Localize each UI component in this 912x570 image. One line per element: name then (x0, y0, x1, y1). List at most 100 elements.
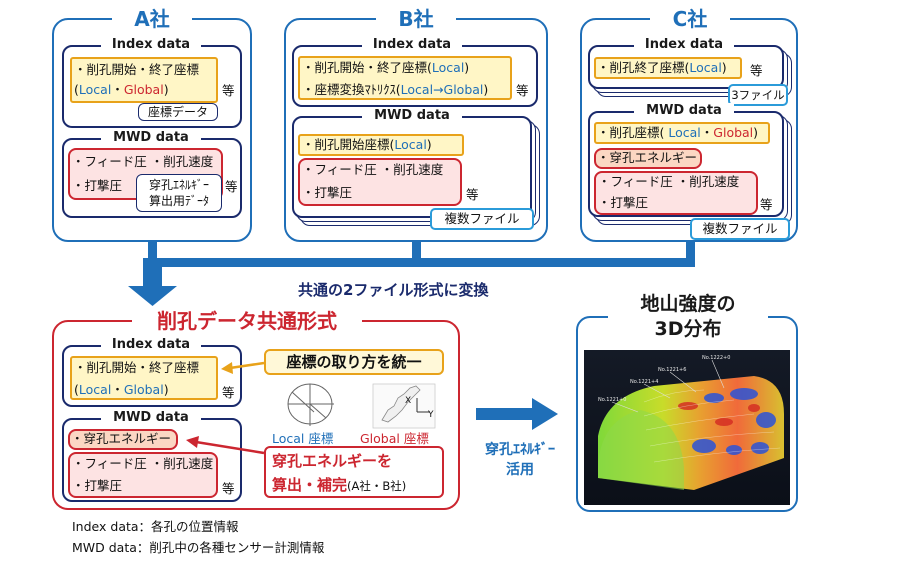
global-coord-label: Global 座標 (360, 431, 429, 446)
local-label: Local (431, 60, 465, 75)
text-post: ) (753, 125, 759, 140)
common-index-coords (70, 356, 218, 400)
local-label: Local (78, 82, 112, 97)
company-c-mwd-line3: ・打撃圧 (598, 195, 649, 210)
company-a-mwd-line1: ・フィード圧 ・削孔速度 (72, 154, 214, 169)
marker-label-1: No.1222+0 (702, 355, 730, 361)
local-label: Local (394, 137, 427, 152)
use-label-line1: 穿孔ｴﾈﾙｷﾞｰ (485, 442, 555, 458)
dot-sep: ・ (700, 125, 714, 140)
common-title: 削孔データ共通形式 (132, 309, 362, 333)
local-to-global-label: Local→Global (400, 82, 484, 97)
text-post: ) (464, 60, 470, 75)
company-b-index-line1: ・削孔開始・終了座標(Local) (302, 58, 469, 77)
company-a-index-etc: 等 (222, 83, 235, 98)
callout-energy-line2: 算出・補完(A社・B社) (272, 474, 406, 495)
company-a-index-coords (70, 57, 218, 103)
company-c-mwd-etc: 等 (760, 197, 773, 212)
local-coord-sketch (287, 383, 334, 426)
text-pre: ・削孔開始座標( (302, 137, 395, 152)
local-label: Local (689, 60, 722, 75)
company-c-index-title: Index data (634, 37, 734, 53)
common-mwd-energy (68, 429, 178, 450)
note-index: Index data：各孔の位置情報 (72, 519, 239, 534)
callout-arrow-energy (186, 436, 265, 455)
callout-energy-note: (A社・B社) (347, 479, 407, 493)
local-label: Local (78, 382, 112, 397)
company-c-mwd-title: MWD data (634, 103, 734, 119)
text-pre: ・削孔開始・終了座標( (302, 60, 432, 75)
common-mwd-line1: ・フィード圧 ・削孔速度 (72, 456, 214, 471)
company-b-mwd-line3: ・打撃圧 (302, 185, 353, 200)
company-b-mwd-title: MWD data (362, 108, 462, 124)
marker-label-2: No.1221+6 (658, 367, 686, 373)
paren-close: ) (163, 382, 169, 397)
company-c-mwd-energy (594, 148, 702, 169)
use-arrow (476, 398, 558, 430)
company-c-index-files-tag: 3ファイル (728, 84, 788, 106)
callout-coord-unify: 座標の取り方を統一 (264, 349, 444, 375)
global-label: Global (713, 125, 754, 140)
common-mwd-title: MWD data (101, 410, 201, 426)
company-b-index-coords (298, 56, 512, 100)
paren-open: ( (74, 82, 79, 97)
common-index-etc: 等 (222, 385, 235, 400)
global-label: Global (123, 82, 164, 97)
company-a-index-title: Index data (101, 37, 201, 53)
text-pre: ・座標変換ﾏﾄﾘｸｽ( (302, 82, 401, 97)
local-coord-label: Local 座標 (272, 431, 334, 446)
tunnel-ring-lines (643, 389, 781, 463)
company-b-title: B社 (376, 8, 456, 30)
company-c-index-etc: 等 (750, 63, 763, 78)
tunnel-3d-image: No.1222+0 No.1221+6 No.1221+4 No.1221+0 (584, 350, 790, 505)
connector-bar (148, 258, 695, 267)
axis-y-label: Y (428, 410, 434, 420)
company-b-mwd-coords (298, 134, 464, 156)
callout-energy-box (264, 446, 444, 498)
company-b-mwd-line1: ・削孔開始座標(Local) (302, 135, 432, 154)
tag-line-2: 算出用ﾃﾞｰﾀ (148, 194, 209, 208)
company-a-mwd-etc: 等 (225, 179, 238, 194)
local-label: Local (668, 125, 701, 140)
company-a-index-tag: 座標データ (138, 103, 218, 121)
marker-label-3: No.1221+4 (630, 379, 658, 385)
company-a-mwd-line2: ・打撃圧 (72, 178, 123, 193)
company-a-index-line2: (Local・Global) (74, 80, 169, 99)
company-a-mwd-tag: 穿孔ｴﾈﾙｷﾞｰ 算出用ﾃﾞｰﾀ (136, 174, 222, 212)
company-c-files-tag: 複数ファイル (690, 218, 790, 240)
use-label: 穿孔ｴﾈﾙｷﾞｰ 活用 (470, 440, 570, 480)
text-post: ) (483, 82, 489, 97)
text-post: ) (721, 60, 727, 75)
common-index-line1: ・削孔開始・終了座標 (74, 360, 200, 375)
axis-x-label: X (405, 396, 412, 406)
result-title-line2: 3D分布 (654, 318, 722, 340)
paren-close: ) (163, 82, 169, 97)
common-mwd-energy-text: ・穿孔エネルギー (71, 431, 172, 446)
text-post: ) (426, 137, 432, 152)
convert-connector (128, 242, 695, 306)
company-b-mwd-line2: ・フィード圧 ・削孔速度 (302, 162, 444, 177)
text-pre: ・削孔座標( (597, 125, 669, 140)
company-b-mwd-etc: 等 (466, 187, 479, 202)
result-title: 地山強度の 3D分布 (608, 292, 768, 344)
company-a-title: A社 (112, 8, 192, 30)
global-coord-map-sketch (372, 383, 436, 429)
paren-open: ( (74, 382, 79, 397)
common-mwd-line2: ・打撃圧 (72, 478, 123, 493)
company-b-index-title: Index data (362, 37, 462, 53)
common-mwd-etc: 等 (222, 481, 235, 496)
tunnel-red-patches (678, 402, 760, 426)
company-c-mwd-line2: ・フィード圧 ・削孔速度 (598, 174, 740, 189)
convert-label: 共通の2ファイル形式に変換 (298, 281, 489, 299)
company-c-title: C社 (650, 8, 730, 30)
global-axis-arrows (416, 398, 430, 413)
company-b-files-tag: 複数ファイル (430, 208, 534, 230)
company-a-index-line1: ・削孔開始・終了座標 (74, 62, 200, 77)
company-c-mwd-sensors (594, 171, 758, 215)
text-pre: ・削孔終了座標( (597, 60, 690, 75)
marker-label-4: No.1221+0 (598, 397, 626, 403)
connector-arrowhead (128, 286, 177, 306)
common-index-line2: (Local・Global) (74, 380, 169, 399)
callout-arrow-coord (221, 361, 265, 374)
